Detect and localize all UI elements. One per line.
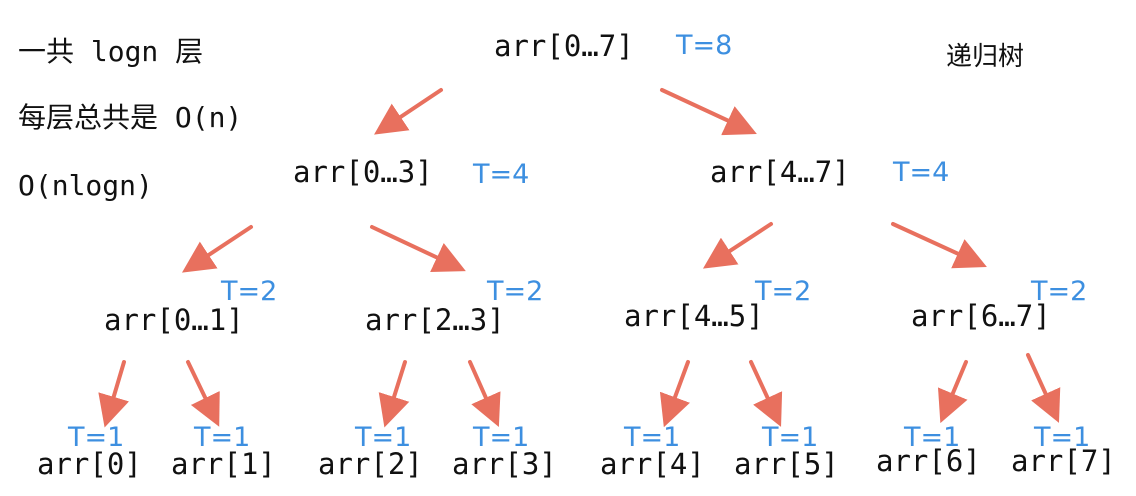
diagram-title: 递归树 <box>946 42 1025 72</box>
tree-edge-arrow <box>370 225 466 272</box>
t-label-level2: T=2 <box>755 276 812 307</box>
node-leaf: arr[1] <box>171 447 276 481</box>
note-levels: 一共 logn 层 <box>18 35 204 68</box>
tree-edge-arrow <box>186 360 220 427</box>
node-leaf: arr[3] <box>452 447 557 481</box>
node-leaf: arr[2] <box>318 447 423 481</box>
tree-edge-arrow <box>378 360 410 428</box>
t-label-leaf: T=1 <box>355 422 412 453</box>
tree-edge-arrow <box>659 360 690 428</box>
t-label-level2: T=2 <box>487 276 544 307</box>
note-total-complexity: O(nlogn) <box>18 169 153 202</box>
node-leaf: arr[0] <box>37 447 142 481</box>
tree-edge-arrow <box>181 225 253 273</box>
t-label-leaf: T=1 <box>762 422 819 453</box>
t-label-leaf: T=1 <box>68 422 125 453</box>
t-label-level1: T=4 <box>893 157 950 188</box>
node-level2: arr[2…3] <box>365 303 505 337</box>
t-label-leaf: T=1 <box>473 422 530 453</box>
t-label-level2: T=2 <box>221 276 278 307</box>
tree-edge-arrow <box>660 88 757 136</box>
tree-edge-arrow <box>1026 353 1061 423</box>
node-level1: arr[0…3] <box>293 155 433 189</box>
tree-edge-arrow <box>702 222 773 269</box>
node-level2: arr[4…5] <box>624 299 764 333</box>
t-label-level1: T=4 <box>473 159 530 190</box>
t-label-root: T=8 <box>676 30 733 61</box>
node-level2: arr[6…7] <box>911 299 1051 333</box>
t-label-leaf: T=1 <box>1034 422 1091 453</box>
node-level1: arr[4…7] <box>710 155 850 189</box>
tree-edge-arrow <box>98 360 130 428</box>
node-leaf: arr[5] <box>734 447 839 481</box>
note-per-level-cost: 每层总共是 O(n) <box>18 101 243 134</box>
node-leaf: arr[6] <box>876 444 981 478</box>
tree-edge-arrow <box>891 222 987 269</box>
t-label-leaf: T=1 <box>904 422 961 453</box>
node-leaf: arr[7] <box>1011 444 1116 478</box>
t-label-level2: T=2 <box>1031 276 1088 307</box>
tree-edge-arrow <box>937 360 968 424</box>
tree-edge-arrow <box>374 88 443 135</box>
t-label-leaf: T=1 <box>194 422 251 453</box>
tree-edge-arrow <box>749 360 783 427</box>
node-level2: arr[0…1] <box>104 303 244 337</box>
tree-edge-arrow <box>468 360 501 427</box>
node-root: arr[0…7] <box>494 29 634 63</box>
t-label-leaf: T=1 <box>624 422 681 453</box>
node-leaf: arr[4] <box>600 447 705 481</box>
